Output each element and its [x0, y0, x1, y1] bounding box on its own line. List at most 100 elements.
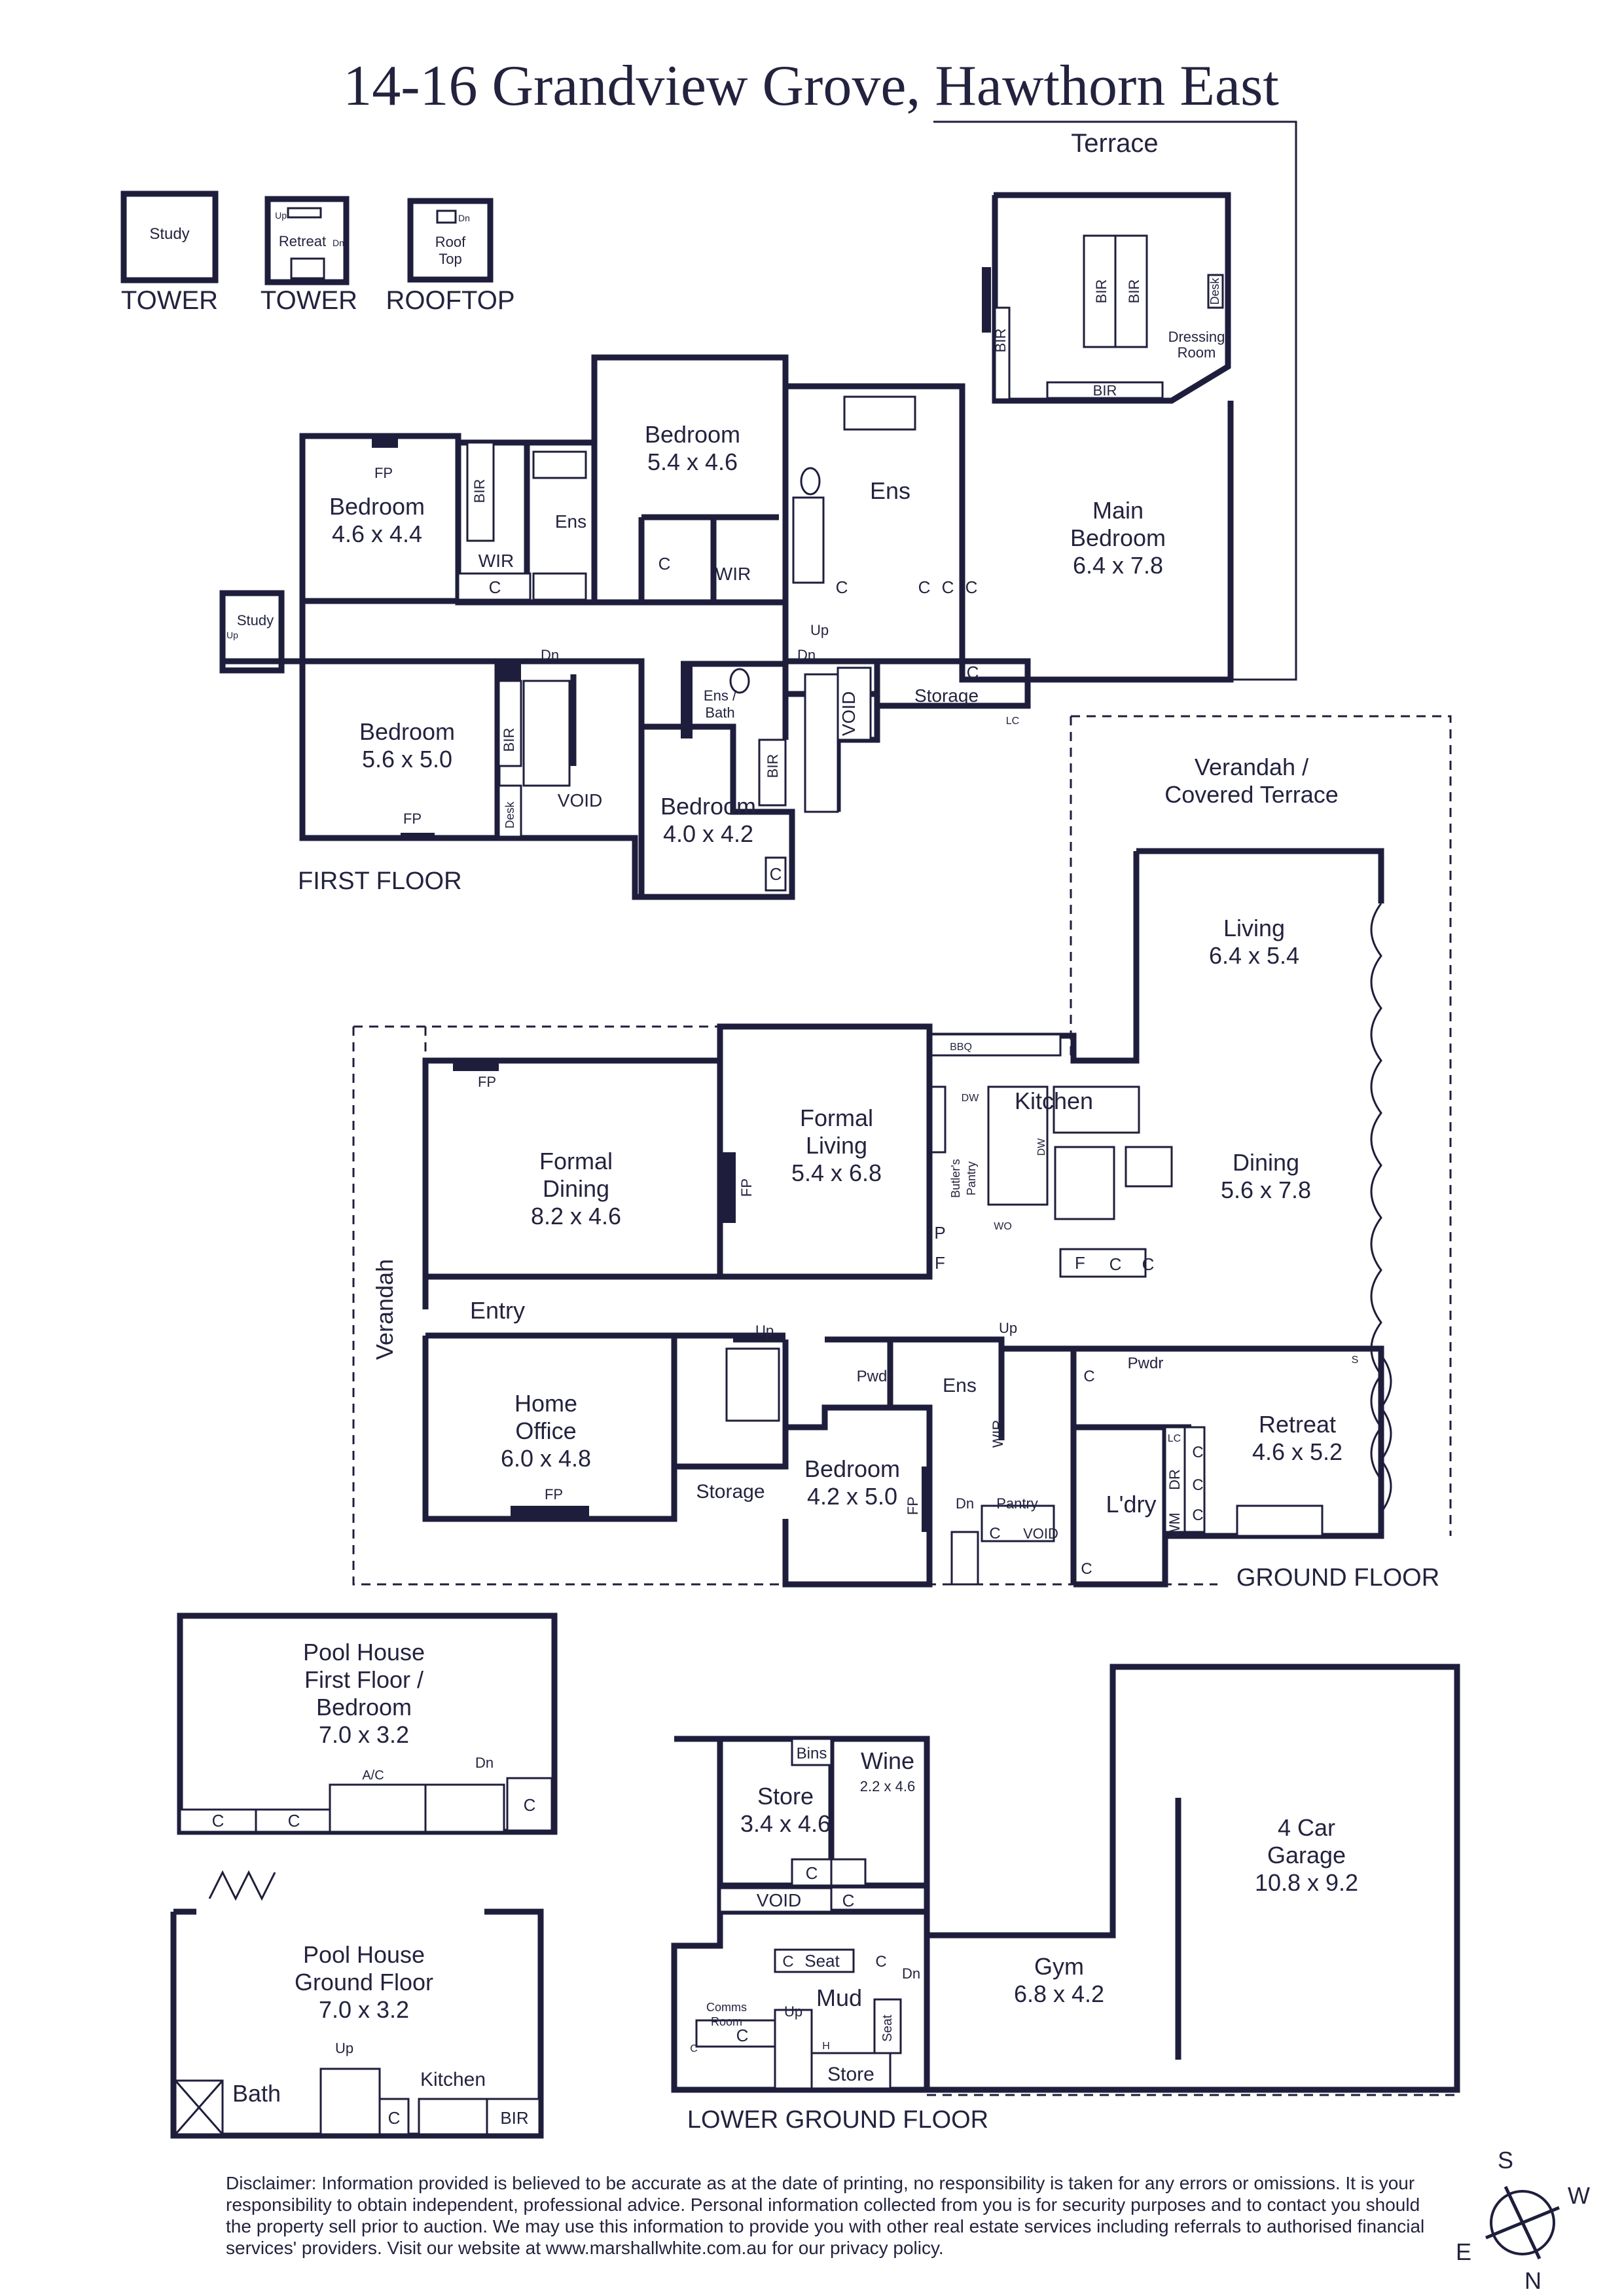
lower-ground-floor-labels: Store 3.4 x 4.6 Wine 2.2 x 4.6 Bins C C …: [687, 1745, 1358, 2134]
gym-name: Gym: [1034, 1953, 1084, 1980]
dressing-room-1: Dressing: [1168, 329, 1225, 345]
bedroom-small-c: C: [770, 864, 782, 884]
storage-label: Storage: [914, 685, 979, 706]
dining-name: Dining: [1233, 1149, 1299, 1176]
ph-ff-3: Bedroom: [316, 1694, 412, 1721]
bedroom-small-bir: BIR: [765, 754, 781, 778]
lg-dn: Dn: [902, 1965, 920, 1982]
ph-gf-kitchen: Kitchen: [420, 2069, 486, 2090]
bedroom-left-name: Bedroom: [329, 493, 425, 520]
ground-c-4: C: [1192, 1444, 1203, 1461]
bins-label: Bins: [797, 1745, 827, 1762]
bedroom-small-name: Bedroom: [660, 793, 756, 820]
formal-dining-size: 8.2 x 4.6: [531, 1203, 621, 1230]
tower-retreat-label: Retreat: [279, 233, 326, 249]
living-size: 6.4 x 5.4: [1209, 942, 1299, 969]
retreat-size: 4.6 x 5.2: [1252, 1438, 1343, 1465]
dining-size: 5.6 x 7.8: [1221, 1176, 1311, 1203]
ph-gf-up: Up: [335, 2040, 353, 2056]
lg-seat-1: Seat: [804, 1951, 840, 1971]
laundry-label: L'dry: [1106, 1491, 1157, 1518]
ens-main-label: Ens: [870, 477, 910, 504]
ph-ff-1: Pool House: [303, 1639, 425, 1666]
pantry-p: P: [934, 1223, 945, 1243]
first-floor-plan: Terrace Study Up: [219, 120, 1297, 900]
butlers-pantry-2: Pantry: [965, 1161, 978, 1195]
wir-left-c: C: [489, 577, 501, 597]
wir-center-c: C: [658, 554, 671, 574]
ground-storage-label: Storage: [696, 1481, 765, 1503]
bedroom-lower-size: 5.6 x 5.0: [362, 746, 452, 773]
ground-lc: LC: [1168, 1433, 1181, 1444]
ground-pantry-label: Pantry: [996, 1495, 1038, 1512]
ground-ens-label: Ens: [943, 1375, 977, 1396]
butlers-pantry-1: Butler's: [949, 1159, 962, 1197]
ground-c-6: C: [1192, 1506, 1203, 1524]
lower-ground-floor-plan: [671, 1664, 1460, 2096]
lg-c-1: C: [806, 1863, 818, 1883]
formal-living-size: 5.4 x 6.8: [791, 1159, 882, 1186]
garage-size: 10.8 x 9.2: [1255, 1869, 1358, 1896]
bedroom-lower-bir: BIR: [501, 728, 517, 752]
ground-c-1: C: [989, 1525, 1000, 1542]
island-f: F: [1075, 1253, 1085, 1273]
ph-ac: A/C: [362, 1768, 384, 1783]
lg-void: VOID: [757, 1890, 801, 1910]
ph-ff-dn: Dn: [475, 1755, 494, 1771]
formal-dining-fp: FP: [478, 1074, 496, 1090]
rooftop-label-2: Top: [439, 251, 461, 267]
tower-retreat-up: Up: [275, 210, 287, 221]
ground-void-label: VOID: [1023, 1525, 1058, 1542]
tower-retreat-caption: TOWER: [261, 286, 357, 315]
ens-c-4: C: [965, 577, 978, 597]
formal-living-fp: FP: [738, 1178, 755, 1197]
bedroom-lower-desk: Desk: [503, 801, 516, 828]
ground-pwdr-2: Pwdr: [1128, 1355, 1164, 1372]
wine-size: 2.2 x 4.6: [860, 1778, 915, 1795]
compass-e: E: [1456, 2238, 1471, 2265]
formal-dining-2: Dining: [543, 1175, 609, 1202]
bedroom-left-fp: FP: [374, 465, 393, 481]
store-main-size: 3.4 x 4.6: [740, 1810, 831, 1837]
island-c-1: C: [1109, 1254, 1122, 1274]
ground-floor-caption: GROUND FLOOR: [1236, 1564, 1439, 1592]
ground-pwdr-1: Pwdr: [857, 1368, 893, 1385]
verandah-label: Verandah: [371, 1259, 398, 1360]
ph-gf-bir: BIR: [500, 2108, 528, 2128]
main-bedroom-name-2: Bedroom: [1070, 524, 1166, 551]
home-office-1: Home: [514, 1390, 577, 1417]
compass-s: S: [1498, 2147, 1513, 2174]
ph-ff-c-3: C: [524, 1795, 536, 1815]
garage-2: Garage: [1267, 1842, 1346, 1868]
first-floor-up: Up: [810, 622, 829, 638]
first-floor-stair-dn: Dn: [541, 647, 559, 663]
home-office-fp: FP: [545, 1486, 563, 1503]
store-main-name: Store: [757, 1783, 814, 1810]
retreat-name: Retreat: [1259, 1411, 1336, 1438]
ph-ff-2: First Floor /: [304, 1666, 424, 1693]
wir-center-label: WIR: [715, 564, 751, 584]
gym-size: 6.8 x 4.2: [1014, 1980, 1104, 2007]
lg-c-5: C: [736, 2026, 749, 2045]
wm-label: WM: [1166, 1512, 1183, 1538]
lg-up: Up: [784, 2003, 802, 2020]
bedroom-center-name: Bedroom: [645, 421, 740, 448]
main-bedroom-name-1: Main: [1092, 497, 1144, 524]
lg-h: H: [822, 2041, 830, 2052]
lg-c-6: C: [690, 2043, 698, 2054]
lg-c-4: C: [875, 1953, 886, 1971]
lower-ground-caption: LOWER GROUND FLOOR: [687, 2106, 988, 2134]
compass-w: W: [1568, 2182, 1590, 2209]
home-office-2: Office: [515, 1417, 576, 1444]
ph-gf-1: Pool House: [303, 1941, 425, 1968]
first-floor-void-1: VOID: [558, 790, 602, 811]
island-c-2: C: [1142, 1254, 1155, 1274]
ground-c-5: C: [1192, 1476, 1203, 1494]
bedroom-center-size: 5.4 x 4.6: [647, 448, 738, 475]
first-floor-study-label: Study: [237, 612, 274, 629]
tower-study-caption: TOWER: [121, 286, 218, 315]
ground-wir-label: WIR: [990, 1420, 1006, 1448]
tower-study-label: Study: [149, 225, 189, 243]
ground-c-3: C: [1083, 1368, 1094, 1385]
